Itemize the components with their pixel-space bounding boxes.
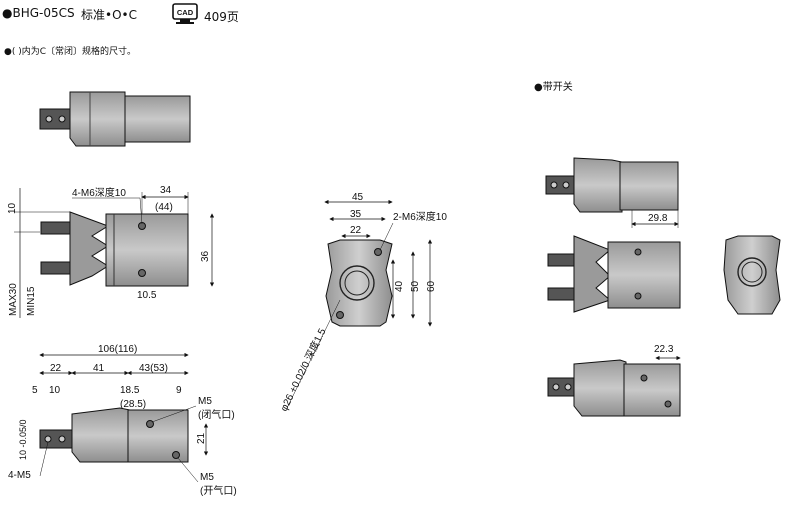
dim-m5-close: M5 bbox=[198, 396, 212, 407]
dim-45: 45 bbox=[352, 192, 364, 203]
switch-top-view: 29.8 bbox=[545, 157, 679, 228]
dim-34: 34 bbox=[160, 185, 172, 196]
dim-35: 35 bbox=[350, 209, 362, 220]
dim-10c: 10 -0.05/0 bbox=[18, 419, 28, 460]
top-view-small bbox=[39, 91, 191, 147]
dim-43: 43(53) bbox=[139, 363, 168, 374]
dim-2m6: 2-M6深度10 bbox=[393, 210, 447, 223]
switch-bottom-view: 22.3 bbox=[547, 344, 681, 417]
dim-open-port: (开气口) bbox=[200, 484, 237, 497]
dim-21: 21 bbox=[196, 432, 207, 444]
note-text: ●( )内为C〔常闭〕规格的尺寸。 bbox=[4, 47, 137, 57]
dim-44: (44) bbox=[155, 202, 173, 213]
dim-22-3: 22.3 bbox=[654, 344, 674, 355]
dim-22: 22 bbox=[350, 225, 362, 236]
standard-label: 标准•O•C bbox=[81, 8, 137, 22]
dim-60: 60 bbox=[426, 280, 437, 292]
dim-10-5: 10.5 bbox=[137, 290, 157, 301]
dim-50: 50 bbox=[410, 280, 421, 292]
switch-front-view bbox=[547, 235, 681, 313]
front-view: 10 MAX30 MIN15 34 (44) 4-M6深度10 36 10.5 bbox=[7, 185, 215, 318]
model-title: ●BHG-05CS bbox=[2, 6, 75, 20]
dim-41: 41 bbox=[93, 363, 105, 374]
dim-4m5: 4-M5 bbox=[8, 470, 31, 481]
dim-18-5: 18.5 bbox=[120, 385, 140, 396]
dim-10b: 10 bbox=[49, 385, 61, 396]
dim-106: 106(116) bbox=[98, 344, 137, 355]
dim-10-top: 10 bbox=[7, 202, 18, 214]
dim-28-5: (28.5) bbox=[120, 399, 146, 410]
bottom-view: 106(116) 22 41 43(53) 5 10 18.5 (28.5) 9… bbox=[8, 344, 237, 497]
dim-close-port: (闭气口) bbox=[198, 408, 235, 421]
cad-icon[interactable]: CAD bbox=[172, 3, 198, 25]
dim-min15: MIN15 bbox=[26, 286, 37, 316]
dim-29-8: 29.8 bbox=[648, 213, 668, 224]
dim-9: 9 bbox=[176, 385, 182, 396]
dim-max30: MAX30 bbox=[8, 283, 19, 316]
cad-icon-label: CAD bbox=[177, 8, 194, 17]
dim-5: 5 bbox=[32, 385, 38, 396]
dim-4m6: 4-M6深度10 bbox=[72, 186, 126, 199]
with-switch-label: ●带开关 bbox=[534, 82, 573, 93]
dim-36: 36 bbox=[200, 250, 211, 262]
dim-22b: 22 bbox=[50, 363, 62, 374]
dim-phi26: φ26 +0.02/0 深度1.5 bbox=[277, 326, 329, 414]
side-view: 45 35 22 2-M6深度10 40 50 60 φ26 +0.02/0 深… bbox=[277, 192, 447, 413]
dim-40: 40 bbox=[394, 280, 405, 292]
dim-m5-open: M5 bbox=[200, 472, 214, 483]
switch-side-view bbox=[723, 235, 781, 315]
cad-page-link[interactable]: 409页 bbox=[204, 10, 239, 24]
